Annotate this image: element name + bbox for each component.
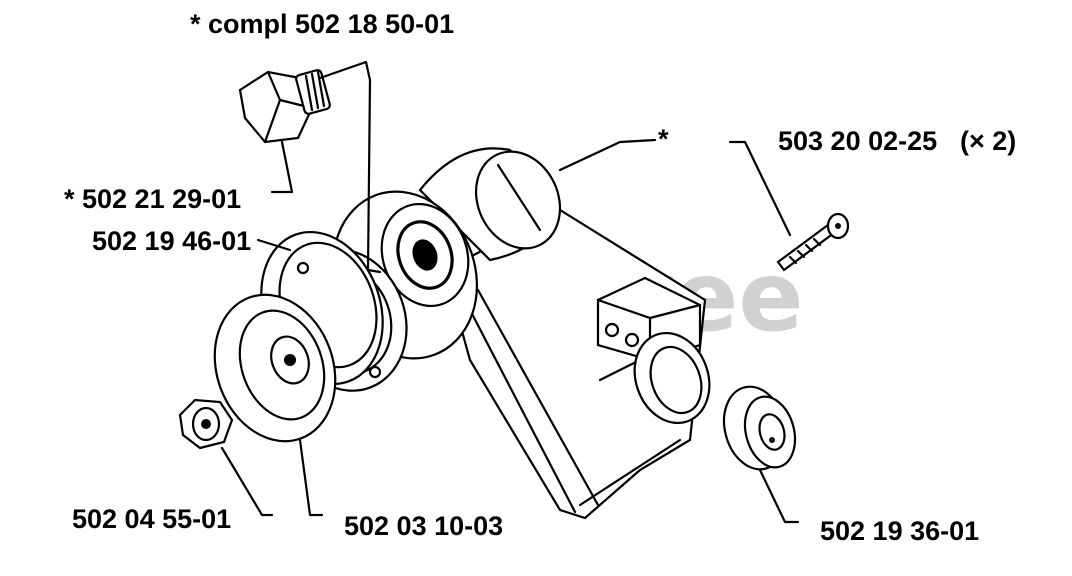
leader-lines xyxy=(220,60,800,524)
label-star-body: * xyxy=(658,124,669,154)
label-compl: * compl 502 18 50-01 xyxy=(190,9,454,39)
screw-bolt xyxy=(776,212,850,272)
end-cap xyxy=(722,385,797,471)
label-bolt-qty: (× 2) xyxy=(960,126,1016,156)
support-washer xyxy=(213,293,337,443)
hex-plug xyxy=(238,69,331,144)
label-nut: 502 04 55-01 xyxy=(72,504,231,534)
label-cap: 502 19 36-01 xyxy=(820,516,979,546)
hex-nut xyxy=(178,398,234,450)
label-plug: * 502 21 29-01 xyxy=(64,184,241,214)
label-bolt: 503 20 02-25 xyxy=(778,126,937,156)
label-washer: 502 03 10-03 xyxy=(344,511,503,541)
label-gasket: 502 19 46-01 xyxy=(92,226,251,256)
